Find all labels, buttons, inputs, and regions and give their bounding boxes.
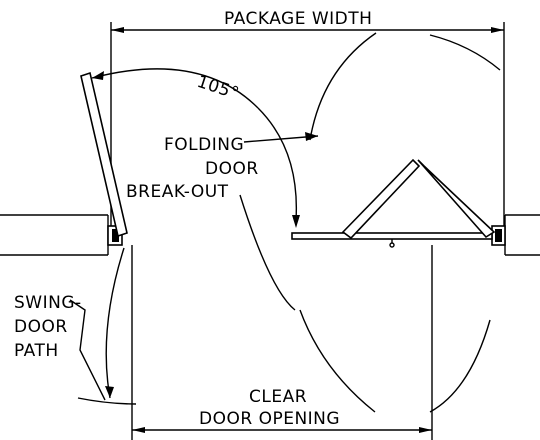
right-pivot-block: [491, 225, 506, 246]
door-label-bottom: DOOR: [14, 317, 68, 337]
path-label: PATH: [14, 341, 59, 361]
breakout-label: BREAK-OUT: [126, 182, 229, 202]
folding-door-fold: [341, 158, 496, 240]
package-width-arrow-right: [491, 27, 504, 33]
right-wall: [504, 214, 540, 256]
package-width-arrow-left: [111, 27, 124, 33]
package-width-label: PACKAGE WIDTH: [224, 9, 372, 29]
door-opening-label: DOOR OPENING: [199, 409, 340, 429]
clear-label: CLEAR: [249, 387, 307, 407]
swing-door-panel: [80, 71, 128, 238]
angle-label: 105°: [194, 72, 241, 104]
folding-label: FOLDING: [164, 135, 244, 155]
swing-door-path: [69, 247, 137, 405]
clear-opening-dimension: [131, 245, 433, 440]
swing-label: SWING-: [14, 293, 82, 313]
door-label-top: DOOR: [205, 159, 259, 179]
breakout-leader: [243, 132, 319, 143]
folding-door-closed: [291, 232, 493, 248]
left-wall: [0, 214, 109, 256]
breakout-arcs: [239, 32, 501, 413]
